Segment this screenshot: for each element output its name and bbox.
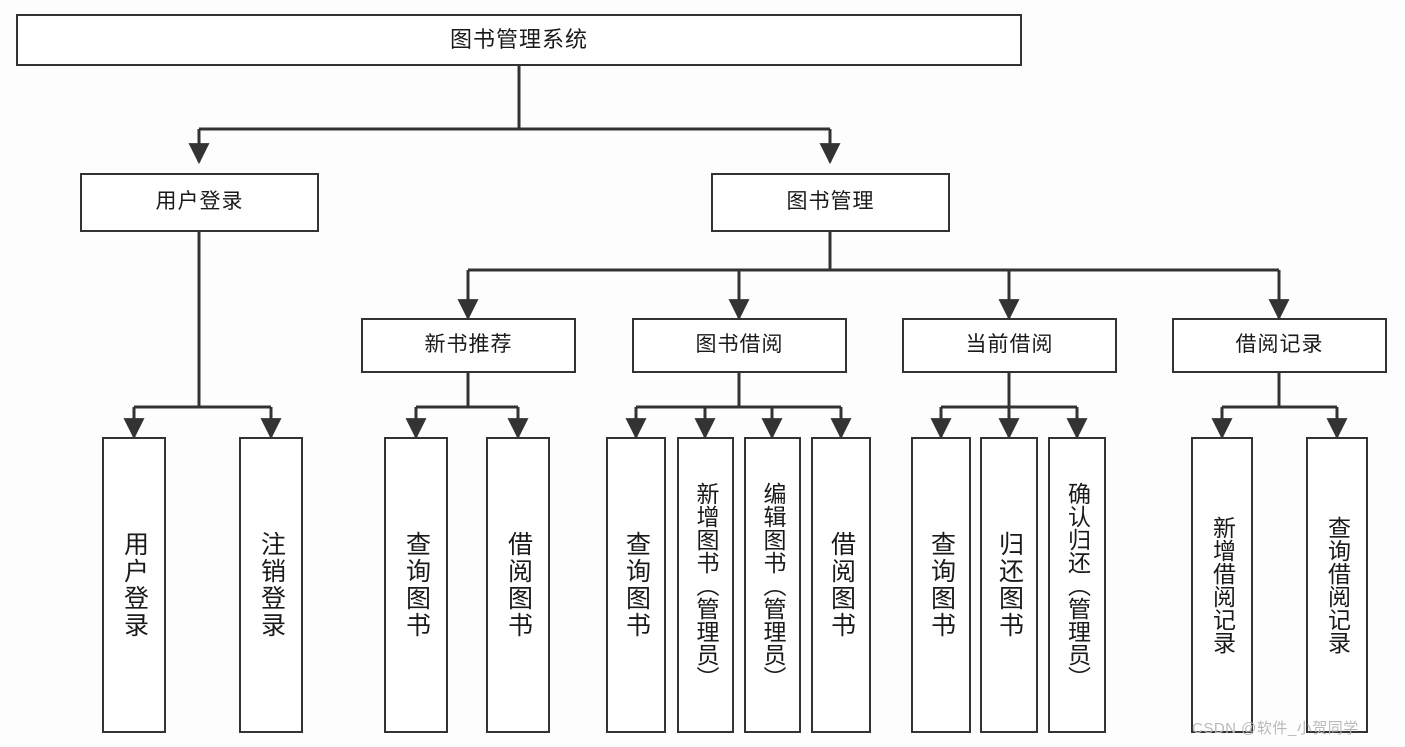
leaf-borrow-query-book[interactable]: 查询图书 (606, 437, 666, 733)
node-borrow-record[interactable]: 借阅记录 (1172, 318, 1387, 373)
node-book-borrow[interactable]: 图书借阅 (632, 318, 847, 373)
leaf-record-query-record[interactable]: 查询借阅记录 (1306, 437, 1368, 733)
watermark-text: CSDN @软件_小贺同学 (1192, 720, 1359, 737)
node-label: 图书借阅 (695, 333, 784, 357)
node-label: 注销登录 (257, 531, 286, 639)
leaf-current-query-book[interactable]: 查询图书 (911, 437, 971, 733)
node-label: 用户登录 (155, 190, 244, 214)
csdn-watermark: CSDN @软件_小贺同学 (1192, 717, 1359, 738)
node-label: 借阅记录 (1235, 333, 1324, 357)
node-label: 当前借阅 (965, 333, 1054, 357)
node-book-management[interactable]: 图书管理 (711, 173, 950, 232)
node-label: 新增图书（管理员） (693, 481, 719, 689)
node-label: 查询图书 (402, 531, 431, 639)
node-label: 借阅图书 (827, 531, 856, 639)
leaf-borrow-edit-book-admin[interactable]: 编辑图书（管理员） (744, 437, 801, 733)
node-label: 新增借阅记录 (1209, 516, 1236, 654)
node-label: 编辑图书（管理员） (760, 481, 786, 689)
node-user-login[interactable]: 用户登录 (80, 173, 319, 232)
node-new-book-recommend[interactable]: 新书推荐 (361, 318, 576, 373)
node-label: 归还图书 (995, 531, 1024, 639)
node-label: 查询借阅记录 (1324, 516, 1351, 654)
leaf-recommend-borrow-book[interactable]: 借阅图书 (486, 437, 550, 733)
leaf-current-return-book[interactable]: 归还图书 (980, 437, 1038, 733)
node-label: 查询图书 (927, 531, 956, 639)
node-label: 用户登录 (120, 531, 149, 639)
node-label: 查询图书 (622, 531, 651, 639)
leaf-user-login-logout[interactable]: 注销登录 (239, 437, 303, 733)
leaf-current-confirm-return-admin[interactable]: 确认归还（管理员） (1048, 437, 1106, 733)
leaf-recommend-query-book[interactable]: 查询图书 (384, 437, 448, 733)
node-label: 图书管理 (786, 190, 875, 214)
leaf-borrow-add-book-admin[interactable]: 新增图书（管理员） (677, 437, 734, 733)
leaf-user-login-login[interactable]: 用户登录 (102, 437, 166, 733)
node-label: 新书推荐 (424, 333, 513, 357)
node-label: 确认归还（管理员） (1064, 481, 1091, 689)
leaf-record-add-record[interactable]: 新增借阅记录 (1191, 437, 1253, 733)
node-label: 图书管理系统 (449, 27, 588, 53)
node-root-system[interactable]: 图书管理系统 (16, 14, 1022, 66)
node-current-borrow[interactable]: 当前借阅 (902, 318, 1117, 373)
leaf-borrow-borrow-book[interactable]: 借阅图书 (811, 437, 871, 733)
node-label: 借阅图书 (504, 531, 533, 639)
